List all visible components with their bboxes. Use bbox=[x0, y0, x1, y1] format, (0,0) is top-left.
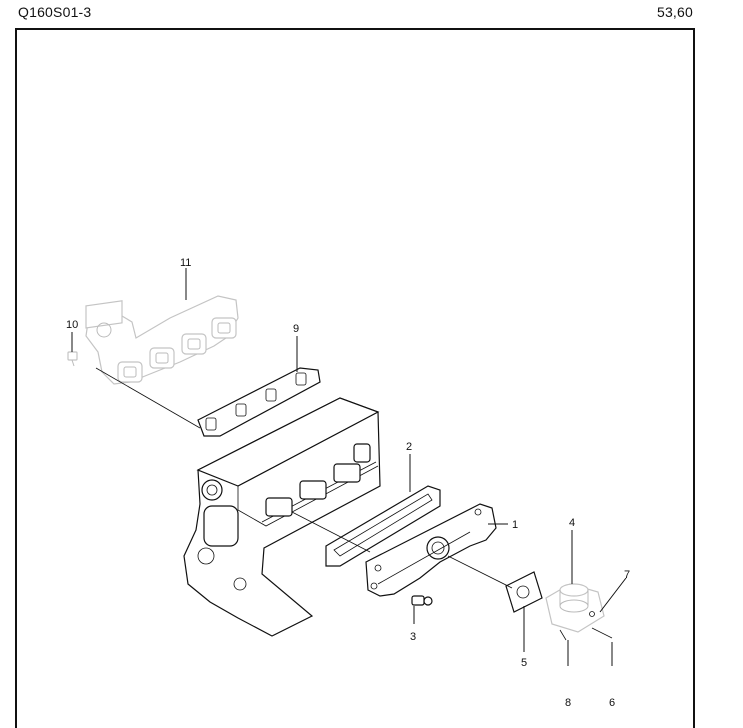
callout-4: 4 bbox=[569, 517, 575, 529]
callout-2: 2 bbox=[406, 441, 412, 453]
drain-plug bbox=[411, 595, 433, 606]
callout-8: 8 bbox=[565, 697, 571, 709]
callout-5: 5 bbox=[521, 657, 527, 669]
callout-10: 10 bbox=[66, 319, 78, 331]
callout-7: 7 bbox=[624, 569, 630, 581]
housing-fasteners bbox=[559, 611, 613, 641]
callout-6: 6 bbox=[609, 697, 615, 709]
callout-1: 1 bbox=[512, 519, 518, 531]
page-reference: 53,60 bbox=[656, 4, 693, 20]
intake-manifold bbox=[365, 503, 497, 597]
thermostat-gasket bbox=[505, 571, 543, 613]
leader-lines bbox=[71, 268, 627, 666]
exhaust-manifold bbox=[85, 295, 239, 385]
thermostat-housing bbox=[545, 583, 605, 633]
callout-11: 11 bbox=[180, 257, 191, 269]
manifold-bolt bbox=[67, 351, 78, 367]
callout-3: 3 bbox=[410, 631, 416, 643]
drawing-frame bbox=[15, 28, 695, 728]
callout-9: 9 bbox=[293, 323, 299, 335]
manifold-gasket bbox=[197, 367, 321, 437]
intake-gasket bbox=[325, 485, 441, 567]
drawing-code: Q160S01-3 bbox=[18, 4, 92, 20]
cylinder-block bbox=[183, 397, 381, 637]
